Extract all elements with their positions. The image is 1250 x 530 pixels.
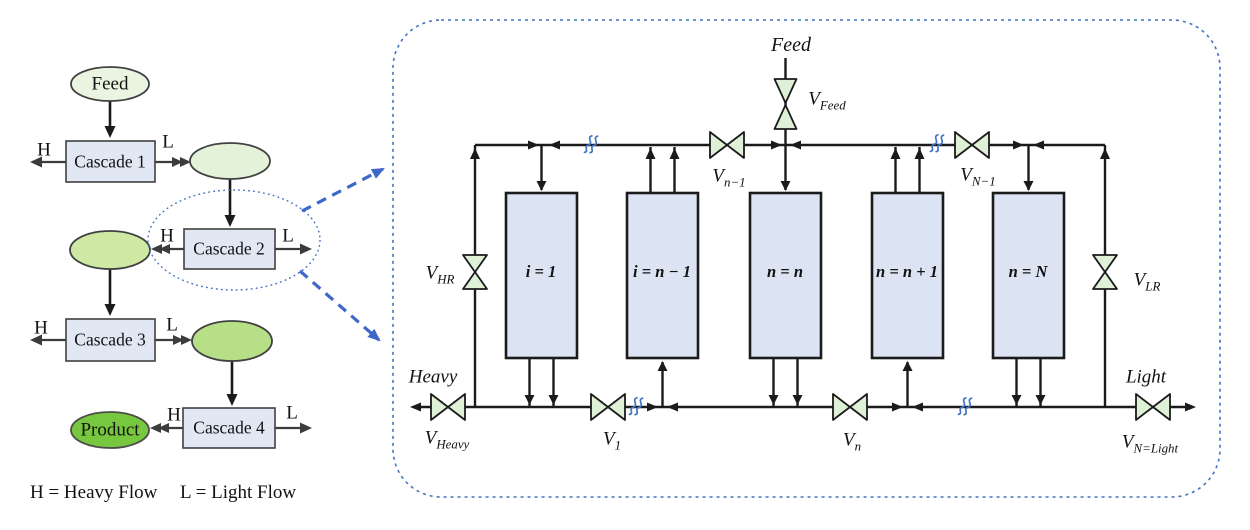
column-nn (748, 191, 823, 360)
valve-feed-label: VFeed (808, 88, 846, 113)
l-label-4: L (286, 402, 298, 424)
detail-light-label: Light (1125, 366, 1167, 388)
column-label-nn1: n = n + 1 (876, 261, 938, 281)
intermediate-ellipse-2 (69, 230, 151, 270)
valves (430, 78, 1171, 421)
h-label-4: H (167, 404, 181, 426)
column-label-i1: i = 1 (525, 261, 557, 281)
detail-panel-border (392, 19, 1221, 498)
column-in-1 (625, 191, 700, 360)
h-label-2: H (160, 225, 174, 247)
separation-columns (504, 191, 1066, 360)
cascade-2-box (183, 228, 276, 270)
column-label-nN: n = N (1008, 261, 1048, 281)
l-label-3: L (166, 314, 178, 336)
valve-n-label: Vn (842, 429, 862, 454)
column-nn1 (870, 191, 945, 360)
overview-flowsheet (30, 66, 385, 449)
valve-n-1-label: Vn−1 (712, 165, 746, 190)
valve-1-label: V1 (602, 428, 622, 453)
valve-lr (1092, 254, 1118, 290)
valve-N-1 (954, 131, 990, 159)
feed-node-label: Feed (91, 73, 129, 95)
overview-pipes (108, 101, 234, 398)
cascade-4-label: Cascade 4 (193, 417, 265, 438)
column-nN (991, 191, 1066, 360)
valve-lr-label: VLR (1133, 269, 1161, 294)
h-label-1: H (37, 139, 51, 161)
cascade-2-highlight-ellipse (147, 189, 321, 291)
valve-N-1-label: VN−1 (960, 164, 996, 189)
valve-hr-label: VHR (425, 262, 455, 287)
intermediate-ellipse-3 (191, 320, 273, 362)
detail-heavy-label: Heavy (408, 366, 458, 388)
column-label-in-1: i = n − 1 (633, 261, 691, 281)
detail-flowsheet (392, 19, 1221, 498)
l-label-1: L (162, 131, 174, 153)
valve-heavy-label: VHeavy (424, 427, 470, 452)
valve-feed (773, 78, 798, 130)
cascade-4-box (182, 407, 276, 449)
detail-feed-label: Feed (771, 34, 811, 56)
callout-arrows (298, 167, 385, 342)
valve-n-light-label: VN=Light (1121, 431, 1179, 456)
legend-light: L = Light Flow (180, 482, 297, 503)
h-label-3: H (34, 317, 48, 339)
overview-down-arrowheads (104, 126, 238, 406)
detail-pipes (414, 58, 1192, 409)
valve-n-light (1135, 393, 1171, 421)
detail-arrowheads (410, 140, 1196, 412)
cascade-3-label: Cascade 3 (74, 329, 146, 350)
overview-hl-lines (36, 160, 306, 430)
l-label-2: L (282, 225, 294, 247)
column-label-nn: n = n (766, 261, 804, 281)
overview-hl-arrowheads (30, 156, 312, 434)
valve-heavy (430, 393, 466, 421)
intermediate-ellipse-1 (189, 142, 271, 180)
product-ellipse (70, 411, 150, 449)
cascade-1-box (65, 140, 156, 183)
legend-heavy: H = Heavy Flow (30, 482, 158, 503)
valve-hr (462, 254, 488, 290)
cascade-1-label: Cascade 1 (74, 151, 146, 172)
column-i1 (504, 191, 579, 360)
product-node-label: Product (80, 419, 140, 441)
valve-1 (590, 393, 626, 421)
cascade-2-label: Cascade 2 (193, 238, 265, 259)
valve-n-1 (709, 131, 745, 159)
valve-n (832, 393, 868, 421)
cascade-3-box (65, 318, 156, 362)
feed-ellipse (70, 66, 150, 102)
